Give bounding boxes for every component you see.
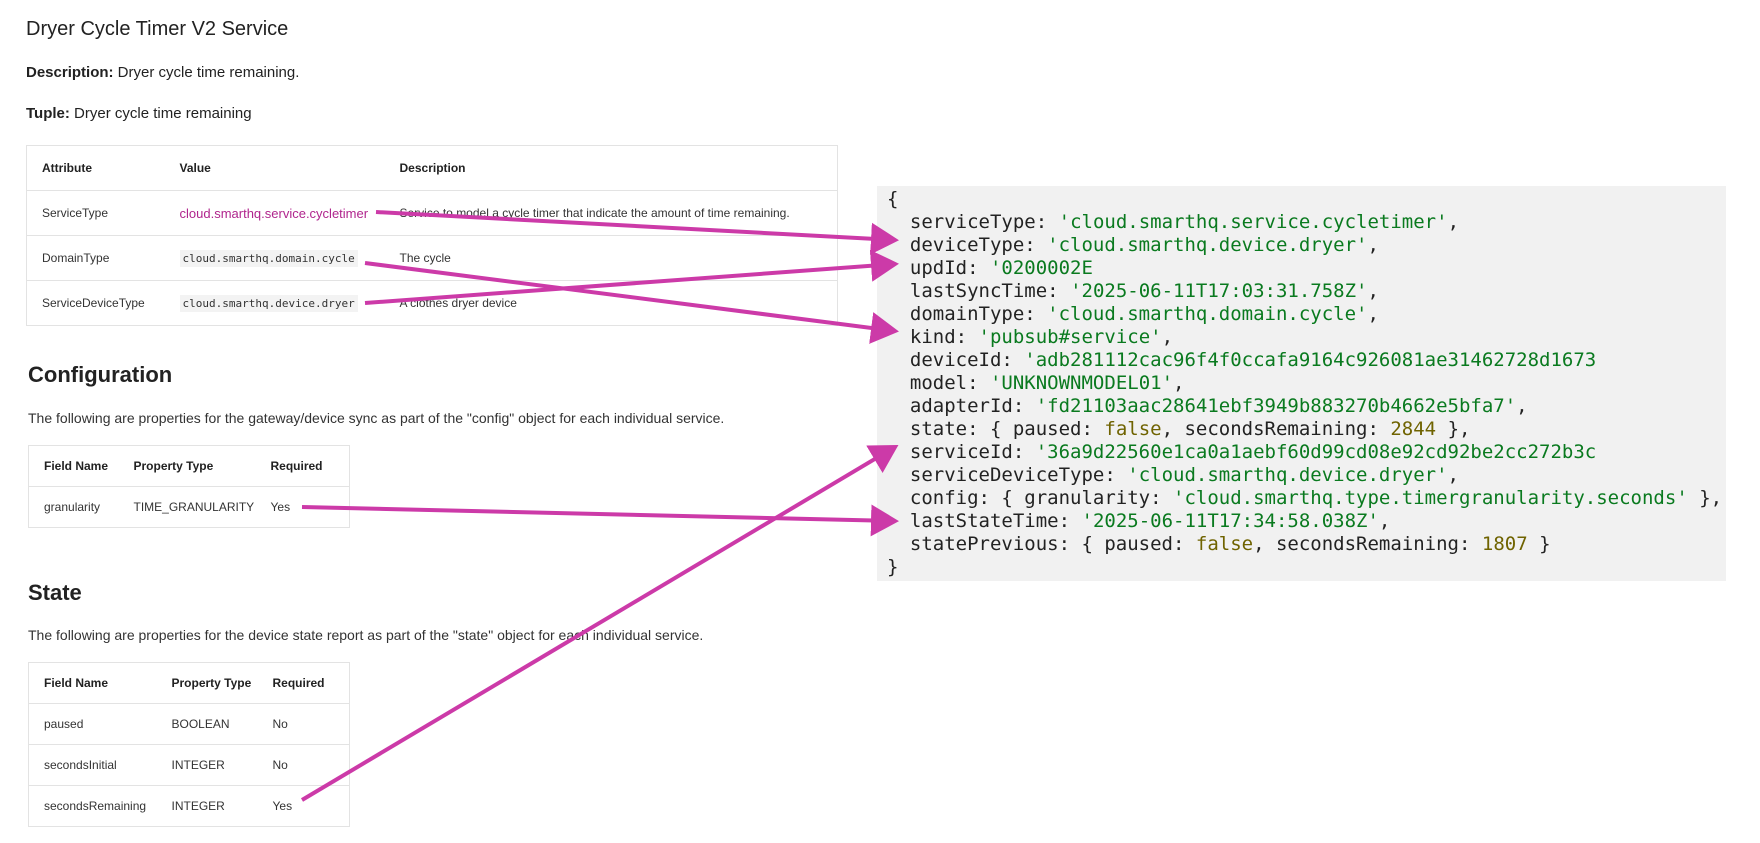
table-row: DomainType cloud.smarthq.domain.cycle Th… [26, 235, 838, 281]
column-header: Field Name [44, 676, 109, 690]
required-cell: No [257, 703, 350, 745]
value-code: cloud.smarthq.domain.cycle [179, 250, 358, 267]
table-row: ServiceDeviceType cloud.smarthq.device.d… [26, 280, 838, 326]
configuration-text: The following are properties for the gat… [28, 410, 725, 426]
description-cell: The cycle [384, 235, 838, 281]
table-row: secondsInitial INTEGER No [28, 744, 350, 786]
type-cell: INTEGER [156, 744, 258, 786]
domain-type-value: 'cloud.smarthq.domain.cycle' [1047, 303, 1368, 325]
json-code-block: { serviceType: 'cloud.smarthq.service.cy… [877, 186, 1726, 581]
json-close-brace: } [887, 556, 899, 578]
type-cell: TIME_GRANULARITY [118, 486, 256, 528]
description-text: Dryer cycle time remaining. [113, 64, 300, 81]
field-cell: secondsRemaining [28, 785, 157, 827]
required-cell: Yes [255, 486, 350, 528]
table-row: paused BOOLEAN No [28, 703, 350, 745]
table-row: granularity TIME_GRANULARITY Yes [28, 486, 350, 528]
column-header: Required [270, 459, 323, 473]
attribute-cell: ServiceType [26, 190, 165, 236]
tuple-text: Dryer cycle time remaining [69, 105, 252, 122]
attribute-cell: DomainType [26, 235, 165, 281]
attributes-table: Attribute Value Description ServiceType … [26, 145, 838, 326]
column-header: Value [179, 161, 211, 175]
field-cell: paused [28, 703, 157, 745]
field-cell: secondsInitial [28, 744, 157, 786]
service-type-link[interactable]: cloud.smarthq.service.cycletimer [179, 205, 369, 221]
column-header: Property Type [133, 459, 214, 473]
arrow-seconds-remaining [300, 444, 899, 802]
table-row: ServiceType cloud.smarthq.service.cyclet… [26, 190, 838, 236]
required-cell: No [257, 744, 350, 786]
json-code: { serviceType: 'cloud.smarthq.service.cy… [887, 188, 1723, 578]
json-open-brace: { [887, 188, 899, 210]
state-heading: State [28, 580, 82, 605]
table-row: secondsRemaining INTEGER Yes [28, 785, 350, 827]
type-cell: INTEGER [156, 785, 258, 827]
configuration-heading: Configuration [28, 362, 173, 387]
field-cell: granularity [28, 486, 119, 528]
tuple-label: Tuple: [26, 105, 70, 122]
description-line: Description: Dryer cycle time remaining. [26, 64, 299, 81]
column-header: Field Name [44, 459, 109, 473]
attribute-cell: ServiceDeviceType [26, 280, 165, 326]
arrow-granularity [301, 504, 899, 537]
tuple-line: Tuple: Dryer cycle time remaining [26, 105, 252, 122]
type-cell: BOOLEAN [156, 703, 258, 745]
column-header: Attribute [42, 161, 92, 175]
required-cell: Yes [257, 785, 350, 827]
description-cell: A clothes dryer device [384, 280, 838, 326]
state-table: Field Name Property Type Required paused… [28, 662, 350, 827]
service-type-value: 'cloud.smarthq.service.cycletimer' [1058, 211, 1448, 233]
column-header: Description [399, 161, 466, 175]
page-title: Dryer Cycle Timer V2 Service [26, 18, 289, 40]
value-code: cloud.smarthq.device.dryer [179, 295, 358, 312]
state-text: The following are properties for the dev… [28, 627, 704, 643]
description-label: Description: [26, 64, 114, 81]
description-cell: Service to model a cycle timer that indi… [384, 190, 838, 236]
column-header: Required [272, 676, 325, 690]
configuration-table: Field Name Property Type Required granul… [28, 445, 350, 528]
column-header: Property Type [171, 676, 252, 690]
